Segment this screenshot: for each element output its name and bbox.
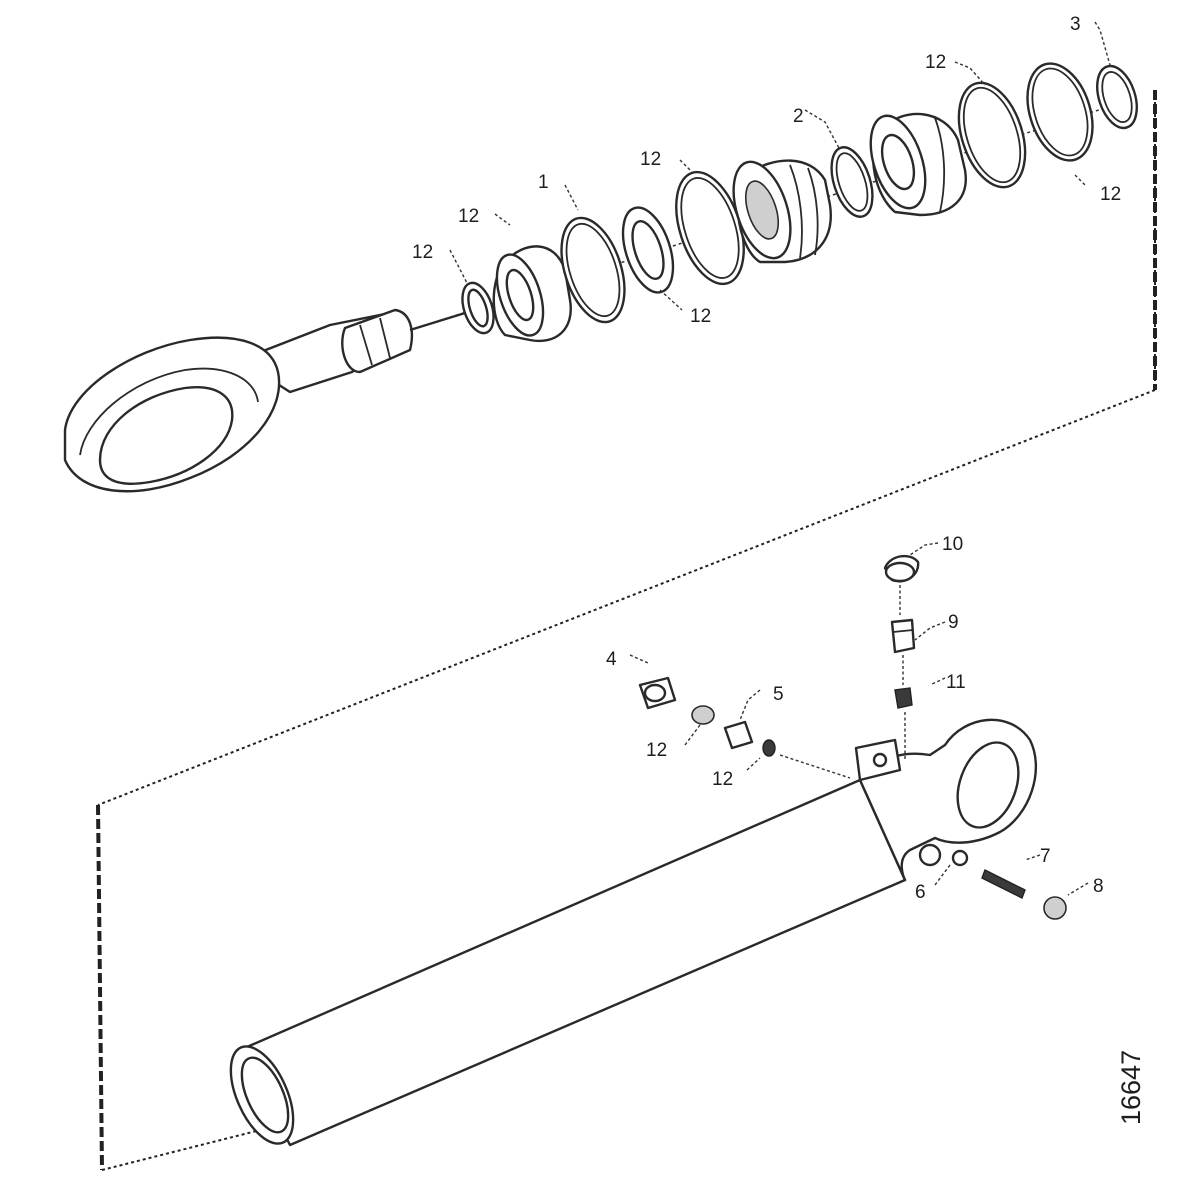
plug-8 bbox=[1043, 896, 1067, 920]
spring-7 bbox=[981, 869, 1026, 899]
piston bbox=[492, 245, 572, 343]
callout-4: 4 bbox=[606, 649, 617, 670]
o-ring-2 bbox=[830, 146, 874, 218]
fitting-10 bbox=[883, 554, 920, 583]
nut-12 bbox=[691, 705, 715, 725]
seal-ring-small bbox=[461, 281, 495, 335]
callout-6: 6 bbox=[915, 882, 926, 903]
callout-12-e: 12 bbox=[690, 306, 711, 327]
ball-6 bbox=[951, 849, 969, 867]
callout-5: 5 bbox=[773, 684, 784, 705]
callout-12-g: 12 bbox=[646, 740, 667, 761]
callout-labels: 1 2 3 12 12 12 12 12 12 10 9 11 4 5 12 1… bbox=[412, 14, 1121, 903]
callout-12-a: 12 bbox=[925, 52, 946, 73]
callout-12-b: 12 bbox=[640, 149, 661, 170]
callout-8: 8 bbox=[1093, 876, 1104, 897]
callout-12-d: 12 bbox=[412, 242, 433, 263]
gland bbox=[732, 159, 832, 264]
piston-rod bbox=[63, 308, 466, 493]
callout-12-f: 12 bbox=[1100, 184, 1121, 205]
callout-leaders bbox=[449, 21, 1111, 896]
seal-12 bbox=[762, 739, 776, 757]
o-ring-head-2 bbox=[1026, 62, 1094, 162]
callout-10: 10 bbox=[942, 534, 963, 555]
callout-3: 3 bbox=[1070, 14, 1081, 35]
wiper-seal-3 bbox=[1096, 64, 1138, 130]
backup-washer bbox=[621, 206, 675, 294]
cylinder-barrel bbox=[229, 718, 1038, 1147]
callout-12-c: 12 bbox=[458, 206, 479, 227]
fitting-9 bbox=[890, 618, 916, 654]
cylinder-head bbox=[869, 112, 967, 217]
callout-7: 7 bbox=[1040, 846, 1051, 867]
callout-1: 1 bbox=[538, 172, 549, 193]
callout-9: 9 bbox=[948, 612, 959, 633]
fitting-11 bbox=[894, 687, 913, 709]
fitting-5 bbox=[723, 720, 754, 750]
fitting-4 bbox=[638, 676, 677, 710]
callout-12-h: 12 bbox=[712, 769, 733, 790]
o-ring-1 bbox=[560, 216, 626, 324]
callout-2: 2 bbox=[793, 106, 804, 127]
callout-11: 11 bbox=[946, 672, 966, 693]
figure-number: 16647 bbox=[1116, 1050, 1146, 1125]
